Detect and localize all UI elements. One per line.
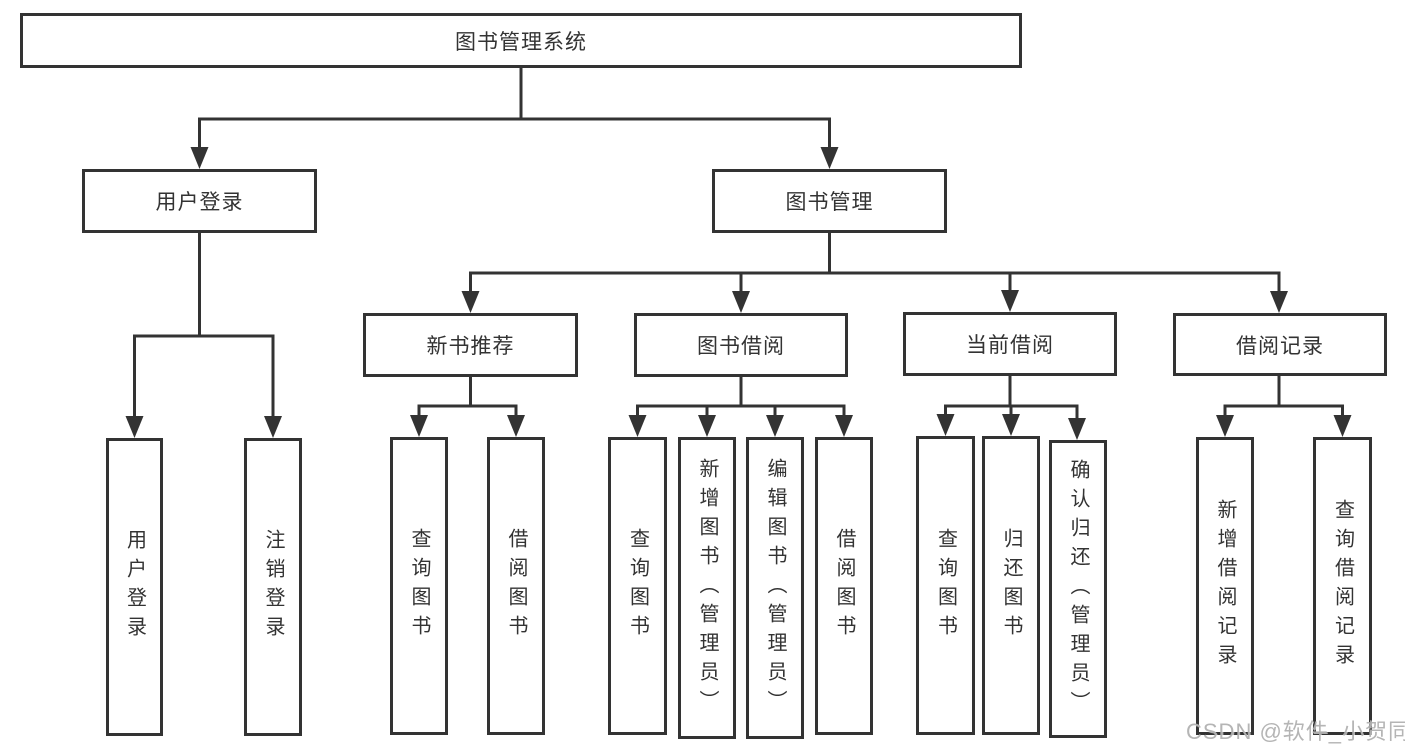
leaf-add-borrow-record-label: 新增借阅记录: [1214, 499, 1236, 673]
node-user-login-label: 用户登录: [155, 191, 244, 214]
node-current-borrow-label: 当前借阅: [966, 334, 1054, 357]
node-book-management: 图书管理: [712, 169, 947, 233]
leaf-confirm-return-admin: 确认归还（管理员）: [1049, 440, 1107, 738]
leaf-logout: 注销登录: [244, 438, 302, 736]
leaf-query-books-recommend: 查询图书: [390, 437, 448, 735]
leaf-query-books-current: 查询图书: [916, 436, 975, 735]
leaf-add-borrow-record: 新增借阅记录: [1196, 437, 1254, 735]
node-new-book-recommend: 新书推荐: [363, 313, 578, 377]
node-book-management-label: 图书管理: [785, 191, 874, 214]
node-book-borrow-label: 图书借阅: [697, 335, 785, 358]
leaf-user-login: 用户登录: [106, 438, 163, 736]
node-root-label: 图书管理系统: [455, 30, 587, 54]
leaf-query-borrow-record: 查询借阅记录: [1313, 437, 1372, 735]
leaf-return-books-label: 归还图书: [1000, 527, 1022, 644]
leaf-query-borrow-record-label: 查询借阅记录: [1331, 499, 1354, 673]
leaf-return-books: 归还图书: [982, 436, 1040, 735]
leaf-add-books-admin: 新增图书（管理员）: [678, 437, 736, 739]
node-book-borrow: 图书借阅: [634, 313, 848, 377]
leaf-query-books-current-label: 查询图书: [934, 527, 957, 644]
leaf-edit-books-admin: 编辑图书（管理员）: [746, 437, 804, 739]
leaf-borrow-books-label: 借阅图书: [833, 528, 855, 644]
leaf-query-books-borrow-label: 查询图书: [626, 528, 649, 644]
leaf-query-books-recommend-label: 查询图书: [408, 528, 430, 644]
node-current-borrow: 当前借阅: [903, 312, 1117, 376]
node-root-system: 图书管理系统: [20, 13, 1022, 68]
node-borrow-records-label: 借阅记录: [1236, 334, 1324, 358]
leaf-edit-books-admin-label: 编辑图书（管理员）: [764, 457, 786, 719]
leaf-logout-label: 注销登录: [262, 529, 284, 645]
leaf-borrow-books: 借阅图书: [815, 437, 873, 735]
leaf-borrow-books-recommend-label: 借阅图书: [505, 528, 527, 644]
leaf-add-books-admin-label: 新增图书（管理员）: [696, 457, 718, 719]
leaf-query-books-borrow: 查询图书: [608, 437, 667, 735]
leaf-user-login-label: 用户登录: [123, 529, 146, 645]
leaf-borrow-books-recommend: 借阅图书: [487, 437, 545, 735]
node-borrow-records: 借阅记录: [1173, 313, 1387, 376]
csdn-watermark: CSDN @软件_小贺同学: [1186, 719, 1405, 744]
node-new-book-recommend-label: 新书推荐: [426, 335, 515, 358]
leaf-confirm-return-admin-label: 确认归还（管理员）: [1067, 458, 1089, 720]
node-user-login: 用户登录: [82, 169, 317, 233]
